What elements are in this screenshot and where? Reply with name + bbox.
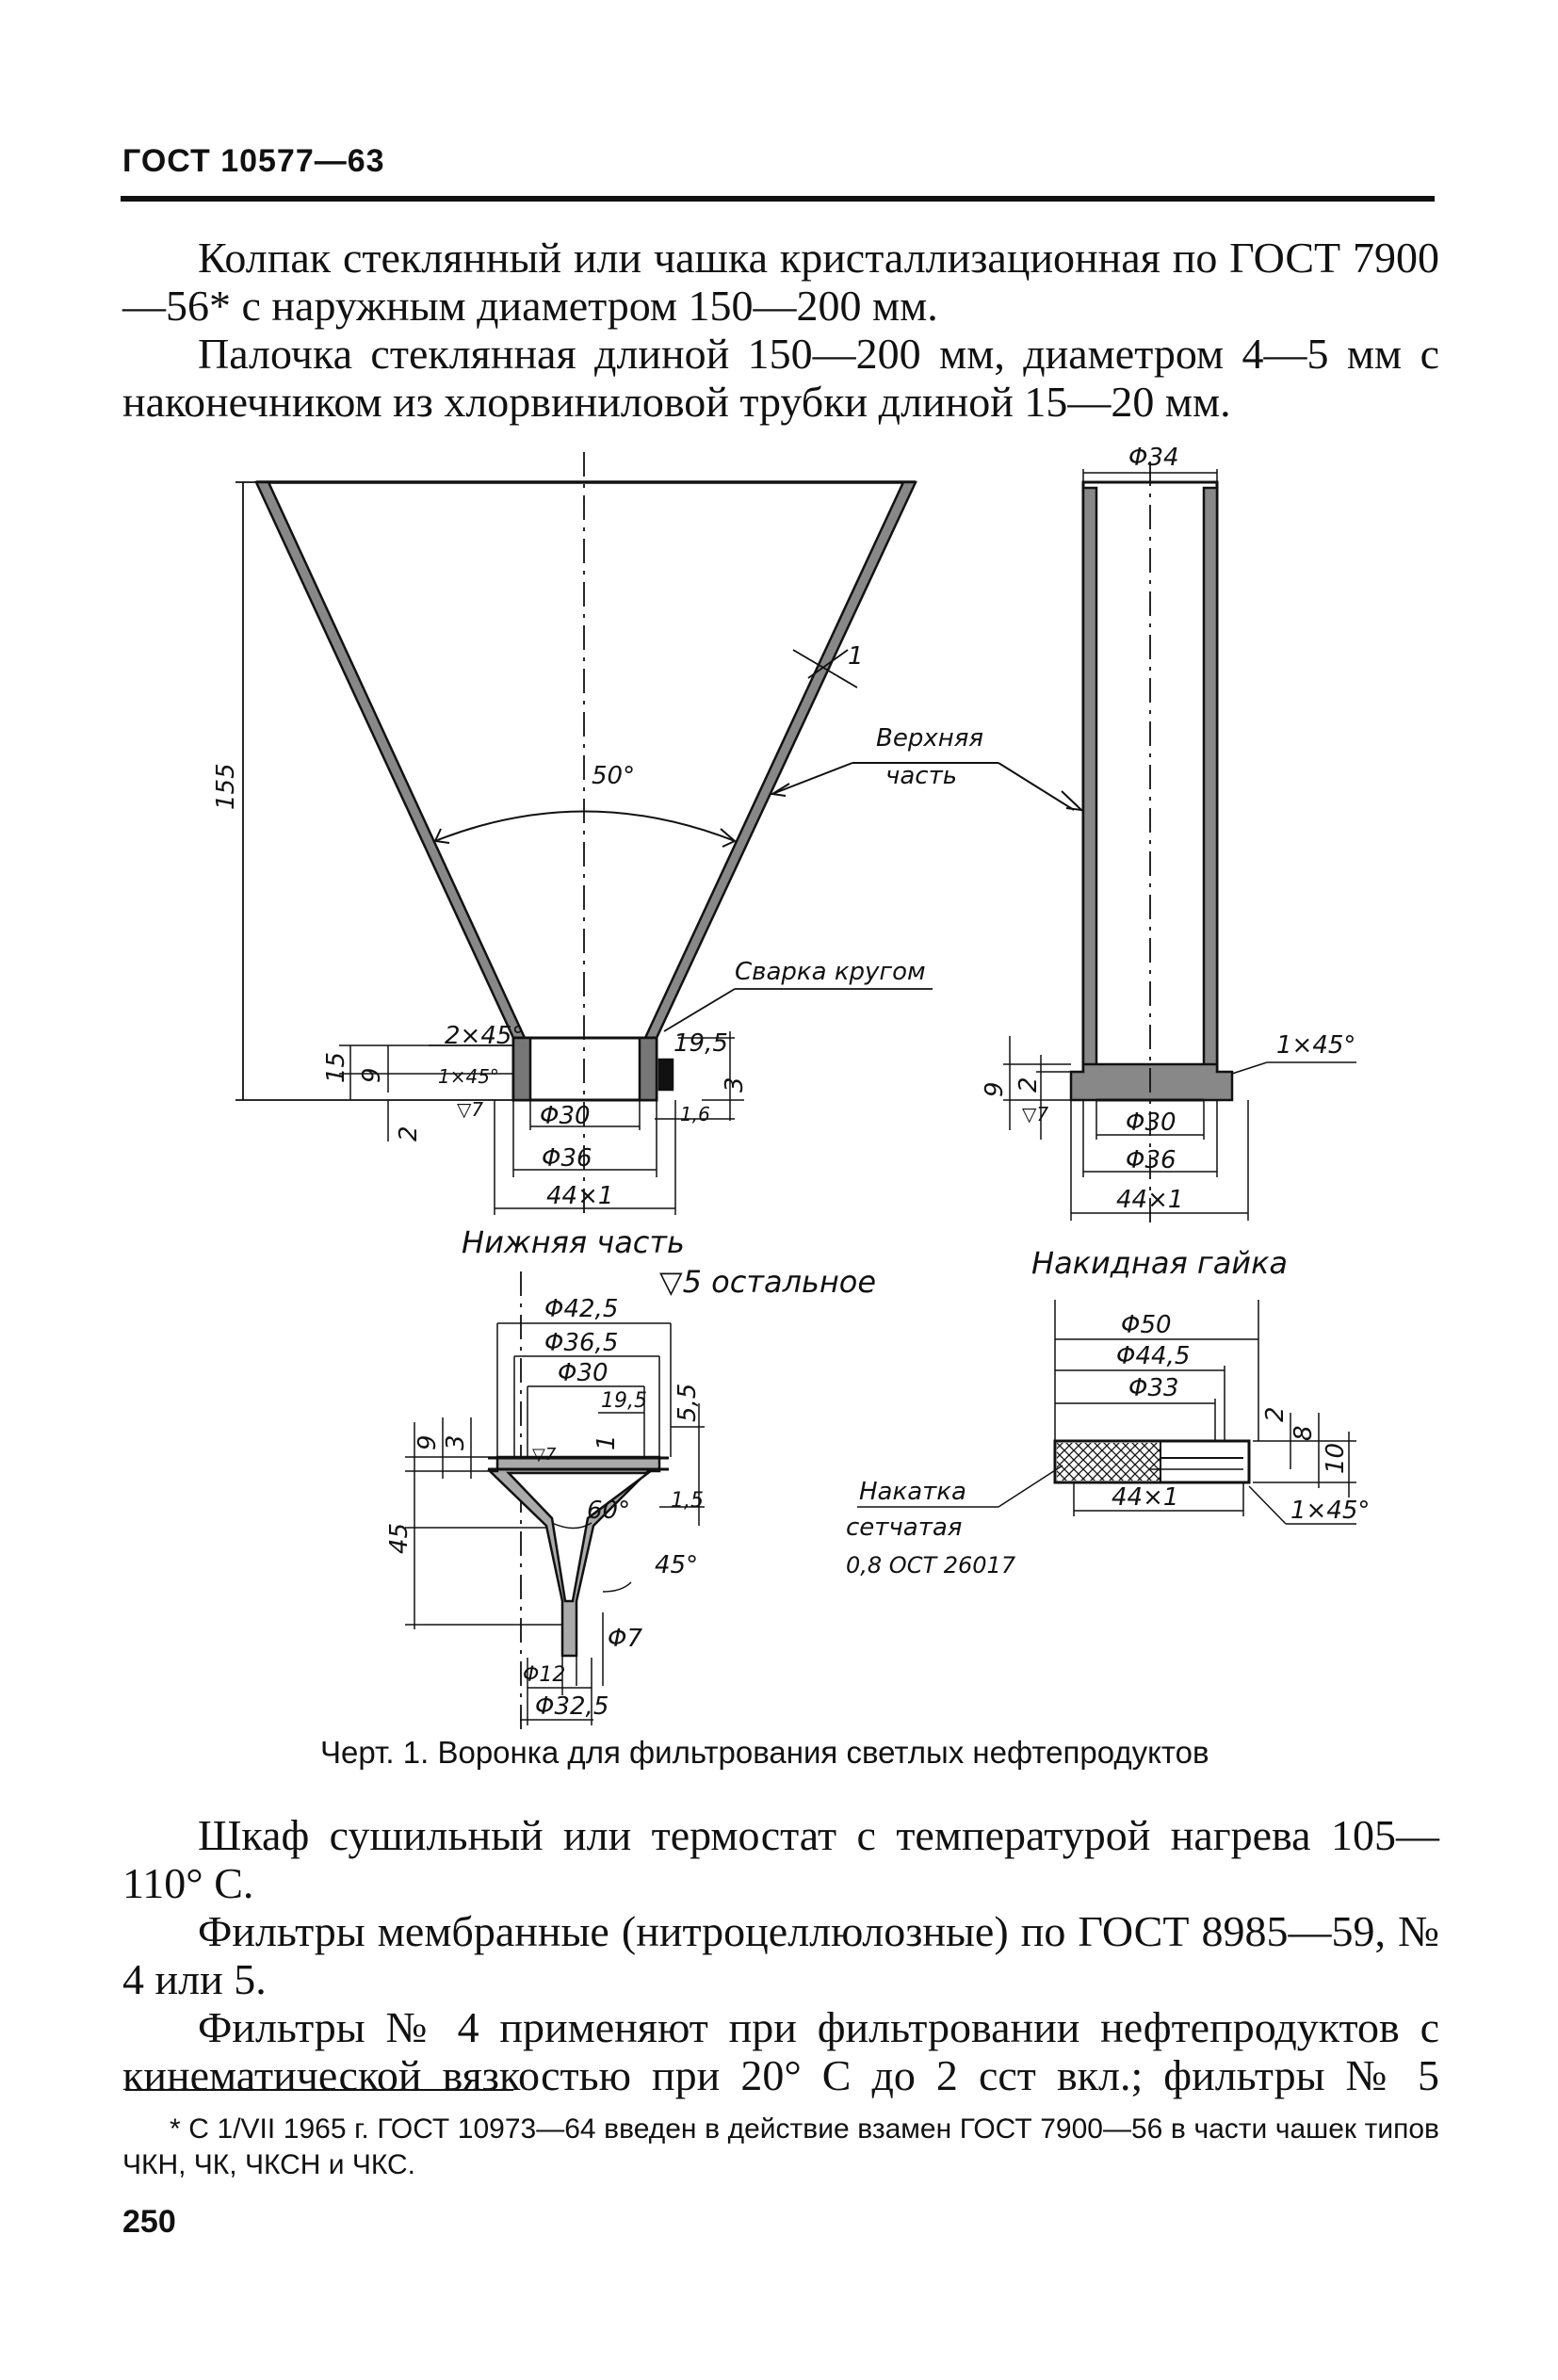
nut-dim-9: 9 <box>981 1081 1009 1097</box>
cone-dim-9: 9 <box>414 1434 442 1450</box>
ring-dim-2: 2 <box>1261 1406 1290 1422</box>
dim-9: 9 <box>358 1067 386 1083</box>
dim-15: 15 <box>322 1052 350 1083</box>
page-number: 250 <box>122 2204 176 2240</box>
cone-d42-5: Φ42,5 <box>544 1295 618 1323</box>
cone-d12: Φ12 <box>523 1663 565 1687</box>
dim-d36: Φ36 <box>542 1144 592 1173</box>
ring-d33: Φ33 <box>1128 1374 1179 1402</box>
document-header: ГОСТ 10577—63 <box>122 143 385 179</box>
cone-roughness: ▽7 <box>532 1445 557 1465</box>
rest-roughness: ▽5 остальное <box>659 1264 876 1300</box>
cone-d36-5: Φ36,5 <box>544 1329 618 1357</box>
caption-lower-part: Нижняя часть <box>462 1224 685 1260</box>
dim-19-5: 19,5 <box>674 1029 728 1058</box>
ring-chamfer: 1×45° <box>1290 1497 1370 1525</box>
cone-d32-5: Φ32,5 <box>535 1692 609 1721</box>
dim-chamfer-1: 1×45° <box>438 1065 499 1088</box>
nut-roughness: ▽7 <box>1022 1103 1048 1125</box>
cone-d30: Φ30 <box>558 1359 609 1387</box>
cone-angle-45: 45° <box>655 1551 698 1579</box>
funnel-lower-part <box>339 988 933 1215</box>
ring-dim-8: 8 <box>1290 1425 1318 1441</box>
cone-dim-5-5: 5,5 <box>674 1384 702 1422</box>
caption-nut: Накидная гайка <box>1031 1245 1288 1281</box>
dim-1-6: 1,6 <box>680 1103 710 1125</box>
knurl-label-2: сетчатая <box>846 1514 962 1542</box>
cone-part <box>405 1271 705 1733</box>
nut-d34: Φ34 <box>1128 444 1179 472</box>
nut-chamfer: 1×45° <box>1276 1031 1355 1060</box>
nut-d30: Φ30 <box>1126 1109 1177 1137</box>
cone-dim-45: 45 <box>385 1523 414 1554</box>
dim-d30: Φ30 <box>540 1102 591 1130</box>
ring-dim-10: 10 <box>1322 1443 1350 1474</box>
funnel-upper-part <box>235 452 1084 1215</box>
cone-angle-60: 60° <box>587 1497 630 1525</box>
ring-part <box>857 1300 1356 1525</box>
label-weld: Сварка кругом <box>735 958 926 986</box>
paragraph-glass-cap: Колпак стеклянный или чашка кристаллизац… <box>122 234 1439 330</box>
dim-155: 155 <box>212 763 240 810</box>
dim-44x1: 44×1 <box>546 1182 613 1210</box>
paragraph-filters: Фильтры мембранные (нитроцеллюлозные) по… <box>122 1907 1439 2003</box>
cone-dim-1: 1 <box>592 1434 621 1450</box>
cone-19-5: 19,5 <box>601 1389 647 1413</box>
cone-d7: Φ7 <box>608 1625 642 1653</box>
paragraph-filter-usage: Фильтры № 4 применяют при фильтровании н… <box>122 2003 1439 2099</box>
footnote: * С 1/VII 1965 г. ГОСТ 10973—64 введен в… <box>122 2113 1439 2180</box>
angle-50: 50° <box>592 762 635 790</box>
header-rule <box>121 196 1435 202</box>
label-upper: Верхняя <box>876 724 983 753</box>
paragraph-oven: Шкаф сушильный или термостат с температу… <box>122 1811 1439 1907</box>
ring-44x1: 44×1 <box>1112 1483 1178 1512</box>
cone-dim-3: 3 <box>442 1434 470 1450</box>
nut-dim-2: 2 <box>1014 1077 1043 1093</box>
knurl-label-3: 0,8 ОСТ 26017 <box>846 1552 1016 1579</box>
cone-dim-1-5: 1,5 <box>671 1489 704 1513</box>
knurl-label-1: Накатка <box>859 1478 966 1506</box>
footnote-rule <box>125 2089 513 2091</box>
label-part: часть <box>885 762 957 790</box>
paragraph-glass-rod: Палочка стеклянная длиной 150—200 мм, ди… <box>122 330 1439 426</box>
dim-wall: 1 <box>848 642 864 671</box>
dim-3: 3 <box>721 1077 749 1093</box>
dim-chamfer-2: 2×45° <box>445 1022 524 1050</box>
ring-d50: Φ50 <box>1121 1311 1172 1339</box>
funnel-technical-drawing: 155 50° 1 Верхняя часть Сварка кругом 2×… <box>212 444 1370 1733</box>
ring-d44-5: Φ44,5 <box>1116 1342 1190 1370</box>
roughness-funnel: ▽7 <box>457 1098 483 1121</box>
nut-44x1: 44×1 <box>1116 1186 1183 1214</box>
nut-tube <box>1003 461 1356 1224</box>
figure-caption: Черт. 1. Воронка для фильтрования светлы… <box>320 1735 1209 1770</box>
dim-2: 2 <box>395 1125 423 1141</box>
nut-d36: Φ36 <box>1126 1146 1177 1174</box>
